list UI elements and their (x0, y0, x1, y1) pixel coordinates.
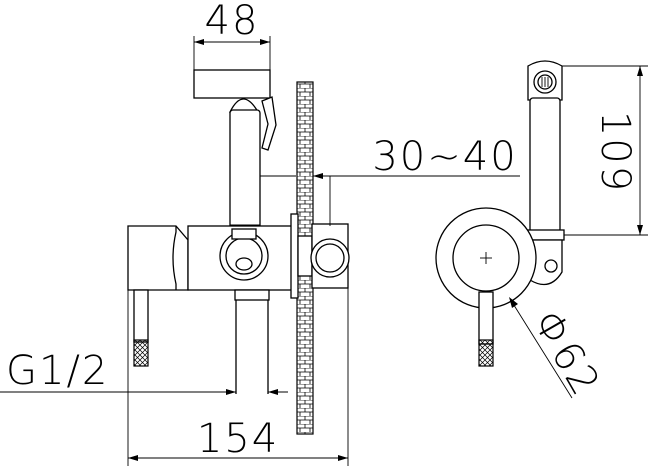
dim-109-label: 109 (592, 111, 638, 193)
dim-g12-label: G1/2 (6, 348, 109, 394)
front-lever (478, 291, 494, 345)
dim-48: 48 (193, 0, 271, 70)
dim-phi62-label: Φ62 (524, 302, 609, 404)
inlet-nut (234, 289, 270, 301)
dim-154-label: 154 (197, 416, 279, 462)
outlet-circle (310, 238, 350, 278)
dim-109: 109 (562, 65, 648, 236)
front-spray-body (529, 97, 561, 233)
spray-trigger (261, 96, 277, 151)
dim-30-40-label: 30~40 (372, 134, 517, 180)
wall-flange (290, 213, 299, 299)
side-view (127, 69, 350, 435)
dim-g12: G1/2 (0, 348, 288, 395)
mixer-body (127, 225, 189, 291)
front-view (435, 60, 565, 367)
dim-phi62: Φ62 (509, 297, 609, 405)
spray-body (229, 109, 261, 237)
dim-30-40: 30~40 (313, 134, 520, 226)
holder-block (193, 69, 271, 99)
handle-knurl (133, 339, 149, 367)
dim-48-label: 48 (205, 0, 260, 44)
dim-154: 154 (127, 288, 349, 466)
handle-lever (133, 289, 149, 343)
front-lever-knurl (478, 339, 494, 367)
